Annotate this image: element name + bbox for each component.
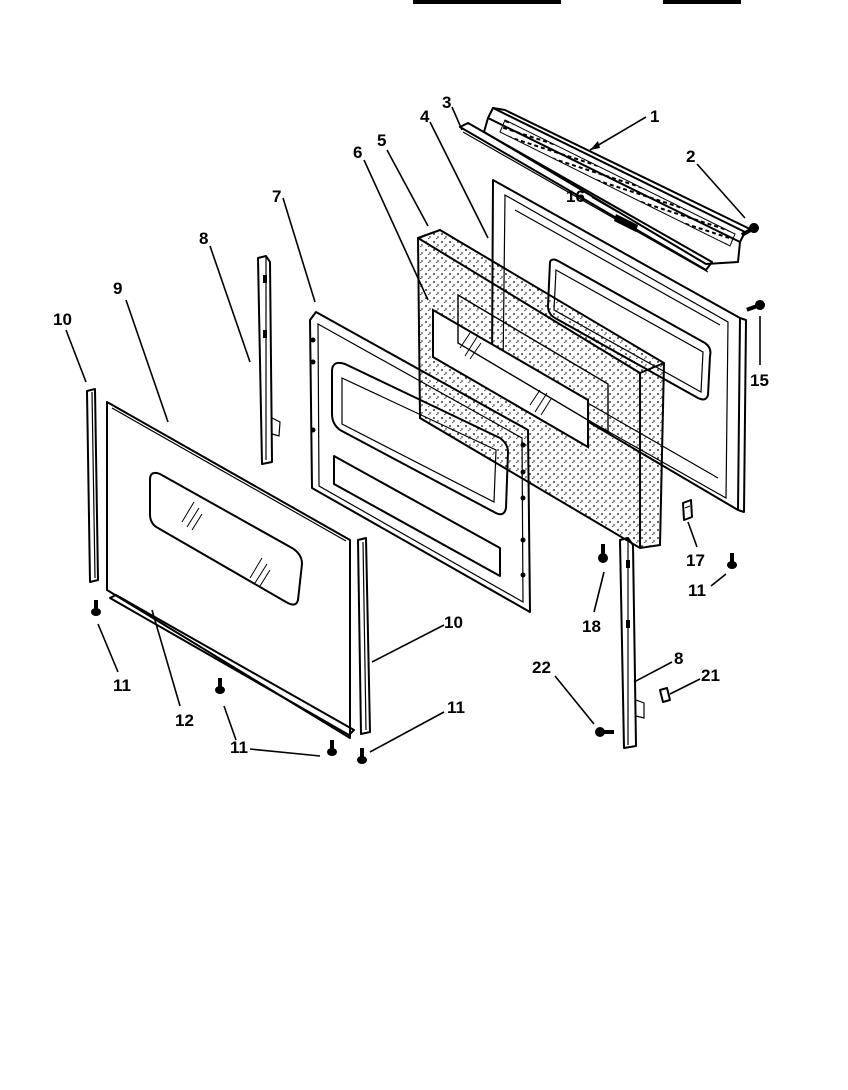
part-8-hinge-channel-right — [619, 537, 645, 749]
leader-lines — [65, 106, 761, 757]
header-artifact — [413, 0, 741, 4]
callout-21: 21 — [701, 666, 720, 685]
callout-5: 5 — [377, 131, 386, 150]
screw-11-bottom-a — [215, 678, 225, 694]
callout-6: 6 — [353, 143, 362, 162]
part-16-clip — [614, 214, 638, 232]
callout-22: 22 — [532, 658, 551, 677]
callout-8-lower: 8 — [674, 649, 683, 668]
callout-3: 3 — [442, 93, 451, 112]
callout-2: 2 — [686, 147, 695, 166]
screw-11-right-trim — [357, 748, 367, 764]
part-8-hinge-channel-left — [257, 255, 281, 465]
screw-22 — [595, 727, 614, 737]
part-9-outer-door-panel — [106, 401, 351, 739]
screw-18 — [598, 544, 608, 563]
screw-15 — [746, 300, 765, 312]
callout-4: 4 — [420, 107, 430, 126]
callout-17: 17 — [686, 551, 705, 570]
callout-18: 18 — [582, 617, 601, 636]
screw-2 — [740, 223, 759, 237]
part-6-inner-glass — [432, 293, 609, 449]
callout-15: 15 — [750, 371, 769, 390]
callout-11-bottom: 11 — [230, 738, 248, 757]
screw-11-right — [727, 553, 737, 569]
part-10-side-trim-right — [357, 537, 371, 735]
part-7-door-liner — [309, 311, 531, 613]
part-10-side-trim-left — [86, 388, 99, 583]
callout-11-lower-right: 11 — [447, 698, 465, 717]
callout-8-upper: 8 — [199, 229, 208, 248]
screw-11-left — [91, 600, 101, 616]
callout-labels: 1 2 3 4 5 6 7 8 9 10 16 15 17 11 18 10 8… — [53, 93, 769, 757]
callout-10-left: 10 — [53, 310, 72, 329]
part-17-bracket — [682, 499, 693, 521]
callout-10-right: 10 — [444, 613, 463, 632]
callout-11-right: 11 — [688, 581, 706, 600]
screw-11-bottom-b — [327, 740, 337, 756]
callout-16: 16 — [566, 187, 585, 206]
part-1-vent-trim — [483, 107, 753, 265]
screws — [91, 223, 765, 764]
callout-9: 9 — [113, 279, 122, 298]
part-21-clip — [659, 687, 671, 703]
part-12-bottom-trim — [109, 594, 355, 736]
callout-11-left: 11 — [113, 676, 131, 695]
callout-7: 7 — [272, 187, 281, 206]
callout-1: 1 — [650, 107, 659, 126]
callout-12: 12 — [175, 711, 194, 730]
